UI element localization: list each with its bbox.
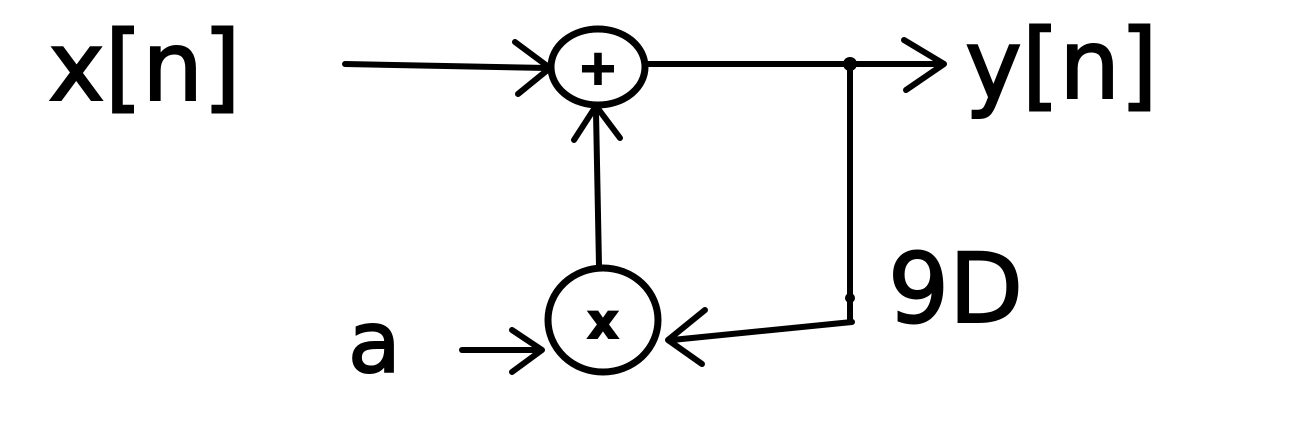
delay-tap-dot xyxy=(845,293,855,303)
input-wire xyxy=(342,61,551,71)
multiplier-node xyxy=(544,264,662,376)
coefficient-arrowhead xyxy=(509,327,545,375)
adder-symbol: + xyxy=(578,40,618,96)
feedback-horizontal-wire xyxy=(669,319,855,343)
input-label: x[n] xyxy=(48,11,241,123)
output-label: y[n] xyxy=(965,9,1158,121)
multiplier-to-adder-wire xyxy=(593,109,602,269)
multiplier-symbol: x xyxy=(588,294,619,350)
delay-label: 9D xyxy=(888,233,1023,345)
output-arrowhead xyxy=(901,37,947,93)
feedback-arrowhead xyxy=(665,307,708,367)
multiplier-to-adder-arrowhead xyxy=(571,103,623,143)
coefficient-label: a xyxy=(348,293,401,393)
